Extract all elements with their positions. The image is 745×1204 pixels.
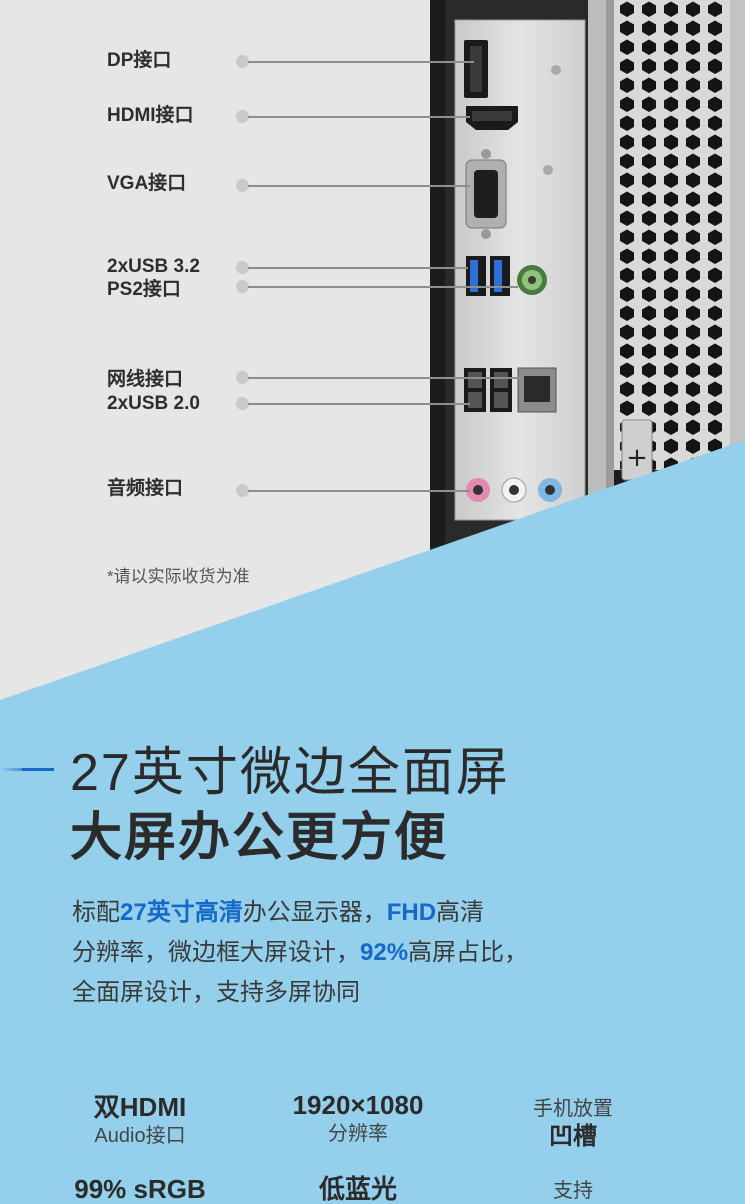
leader-line	[248, 267, 468, 269]
leader-line	[248, 490, 470, 492]
pc-tower: +	[430, 0, 745, 560]
headline-line-2: 大屏办公更方便	[70, 809, 449, 867]
description-line-2: 分辨率，微边框大屏设计，92%高屏占比，	[72, 933, 672, 973]
leader-dot	[236, 371, 249, 384]
svg-text:+: +	[626, 443, 648, 473]
feature-subtitle: Audio接口	[94, 1125, 186, 1147]
desc-text: 分辨率，微边框大屏设计，	[72, 939, 360, 966]
desc-text: 办公显示器，	[242, 899, 387, 926]
port-label-hdmi: HDMI接口	[107, 105, 194, 126]
desc-text: 标配	[72, 899, 120, 926]
description: 标配27英寸高清办公显示器，FHD高清 分辨率，微边框大屏设计，92%高屏占比，…	[72, 893, 672, 1013]
feature-subtitle: 支持	[553, 1180, 593, 1202]
feature-title: 凹槽	[549, 1123, 597, 1150]
feature-title: 低蓝光	[318, 1174, 397, 1204]
leader-line	[248, 185, 470, 187]
leader-line	[248, 61, 474, 63]
leader-line	[248, 403, 470, 405]
feature-resolution: 1920×1080 分辨率	[248, 1090, 468, 1148]
leader-dot	[236, 110, 249, 123]
desc-text: 高屏占比，	[408, 939, 529, 966]
desc-highlight: 92%	[360, 939, 409, 966]
feature-title: 99% sRGB	[74, 1174, 206, 1204]
description-line-3: 全面屏设计，支持多屏协同	[72, 979, 360, 1006]
leader-dot	[236, 179, 249, 192]
leader-line	[248, 377, 520, 379]
leader-dot	[236, 261, 249, 274]
feature-dual-hdmi: 双HDMI Audio接口	[30, 1092, 250, 1150]
leader-dot	[236, 280, 249, 293]
accent-line-fade	[0, 768, 22, 771]
desc-highlight: FHD	[386, 899, 437, 926]
port-label-usb20: 2xUSB 2.0	[107, 393, 200, 414]
feature-subtitle: 分辨率	[328, 1123, 388, 1145]
desc-highlight: 27英寸高清	[120, 899, 243, 926]
leader-dot	[236, 397, 249, 410]
accent-line	[22, 768, 54, 771]
port-label-usb32: 2xUSB 3.2	[107, 256, 200, 277]
description-line-1: 标配27英寸高清办公显示器，FHD高清	[72, 893, 672, 933]
disclaimer-note: *请以实际收货为准	[107, 567, 250, 586]
port-label-ps2: PS2接口	[107, 279, 181, 300]
port-label-dp: DP接口	[107, 50, 172, 71]
leader-dot	[236, 484, 249, 497]
feature-support: 支持	[463, 1178, 683, 1204]
feature-phone-slot: 手机放置 凹槽	[463, 1096, 683, 1152]
leader-dot	[236, 55, 249, 68]
port-label-lan: 网线接口	[107, 369, 184, 390]
desc-text: 高清	[436, 899, 485, 926]
feature-title: 双HDMI	[93, 1092, 187, 1122]
port-label-audio: 音频接口	[107, 478, 184, 499]
port-label-vga: VGA接口	[107, 173, 187, 194]
leader-line	[248, 286, 518, 288]
feature-srgb: 99% sRGB	[30, 1174, 250, 1204]
feature-subtitle: 手机放置	[533, 1098, 613, 1120]
feature-low-blue-light: 低蓝光	[248, 1174, 468, 1204]
feature-title: 1920×1080	[292, 1090, 424, 1120]
headline-line-1: 27英寸微边全面屏	[70, 744, 510, 802]
leader-line	[248, 116, 470, 118]
